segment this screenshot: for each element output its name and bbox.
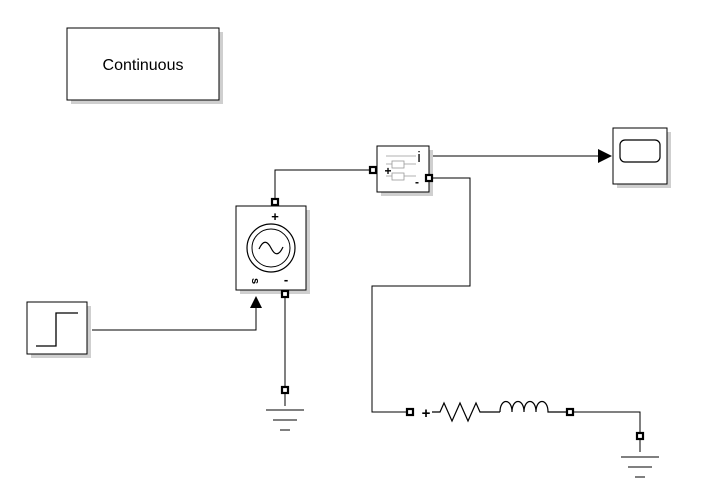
powergui-block[interactable]: Continuous xyxy=(66,27,223,104)
ground-1-port[interactable] xyxy=(280,385,290,395)
ground-icon xyxy=(266,394,304,431)
current-meter-icon xyxy=(386,155,416,181)
wire-rlc-to-ground[interactable] xyxy=(574,411,641,434)
solver-label: Continuous xyxy=(103,57,184,74)
meter-plus-port[interactable] xyxy=(368,165,378,175)
step-block[interactable] xyxy=(26,301,91,358)
source-plus-port[interactable] xyxy=(270,197,280,207)
signal-lines xyxy=(92,155,641,434)
scope-input-arrow xyxy=(598,149,612,163)
resistor-icon xyxy=(432,401,500,423)
source-plus-label: + xyxy=(271,209,279,224)
rlc-left-port[interactable] xyxy=(405,407,415,417)
wire-step-to-source[interactable] xyxy=(92,308,257,331)
series-rlc-branch[interactable]: + xyxy=(422,400,566,423)
signal-input-arrow xyxy=(250,296,262,308)
meter-measure-label: i xyxy=(417,149,420,166)
current-measurement-block[interactable]: i + - xyxy=(376,145,433,196)
rlc-polarity-label: + xyxy=(422,405,431,422)
ground-2-port[interactable] xyxy=(635,431,645,441)
meter-minus-port[interactable] xyxy=(424,173,434,183)
scope-icon xyxy=(619,139,661,163)
inductor-icon xyxy=(499,400,566,413)
ground-block-2[interactable] xyxy=(621,431,659,478)
source-signal-label: s xyxy=(249,278,261,284)
scope-block[interactable] xyxy=(612,127,671,188)
ground-block-1[interactable] xyxy=(266,385,304,431)
step-icon xyxy=(36,312,78,347)
ac-source-icon xyxy=(246,223,296,273)
wire-source-plus-to-meter[interactable] xyxy=(274,169,372,200)
ground-icon xyxy=(621,440,659,478)
source-minus-label: - xyxy=(284,272,288,287)
source-minus-port[interactable] xyxy=(280,289,290,299)
wire-meter-minus-to-rlc[interactable] xyxy=(371,177,471,413)
meter-plus-label: + xyxy=(384,164,391,178)
controlled-voltage-source-block[interactable]: + - s xyxy=(235,205,310,294)
meter-minus-label: - xyxy=(415,175,419,189)
rlc-right-port[interactable] xyxy=(565,407,575,417)
